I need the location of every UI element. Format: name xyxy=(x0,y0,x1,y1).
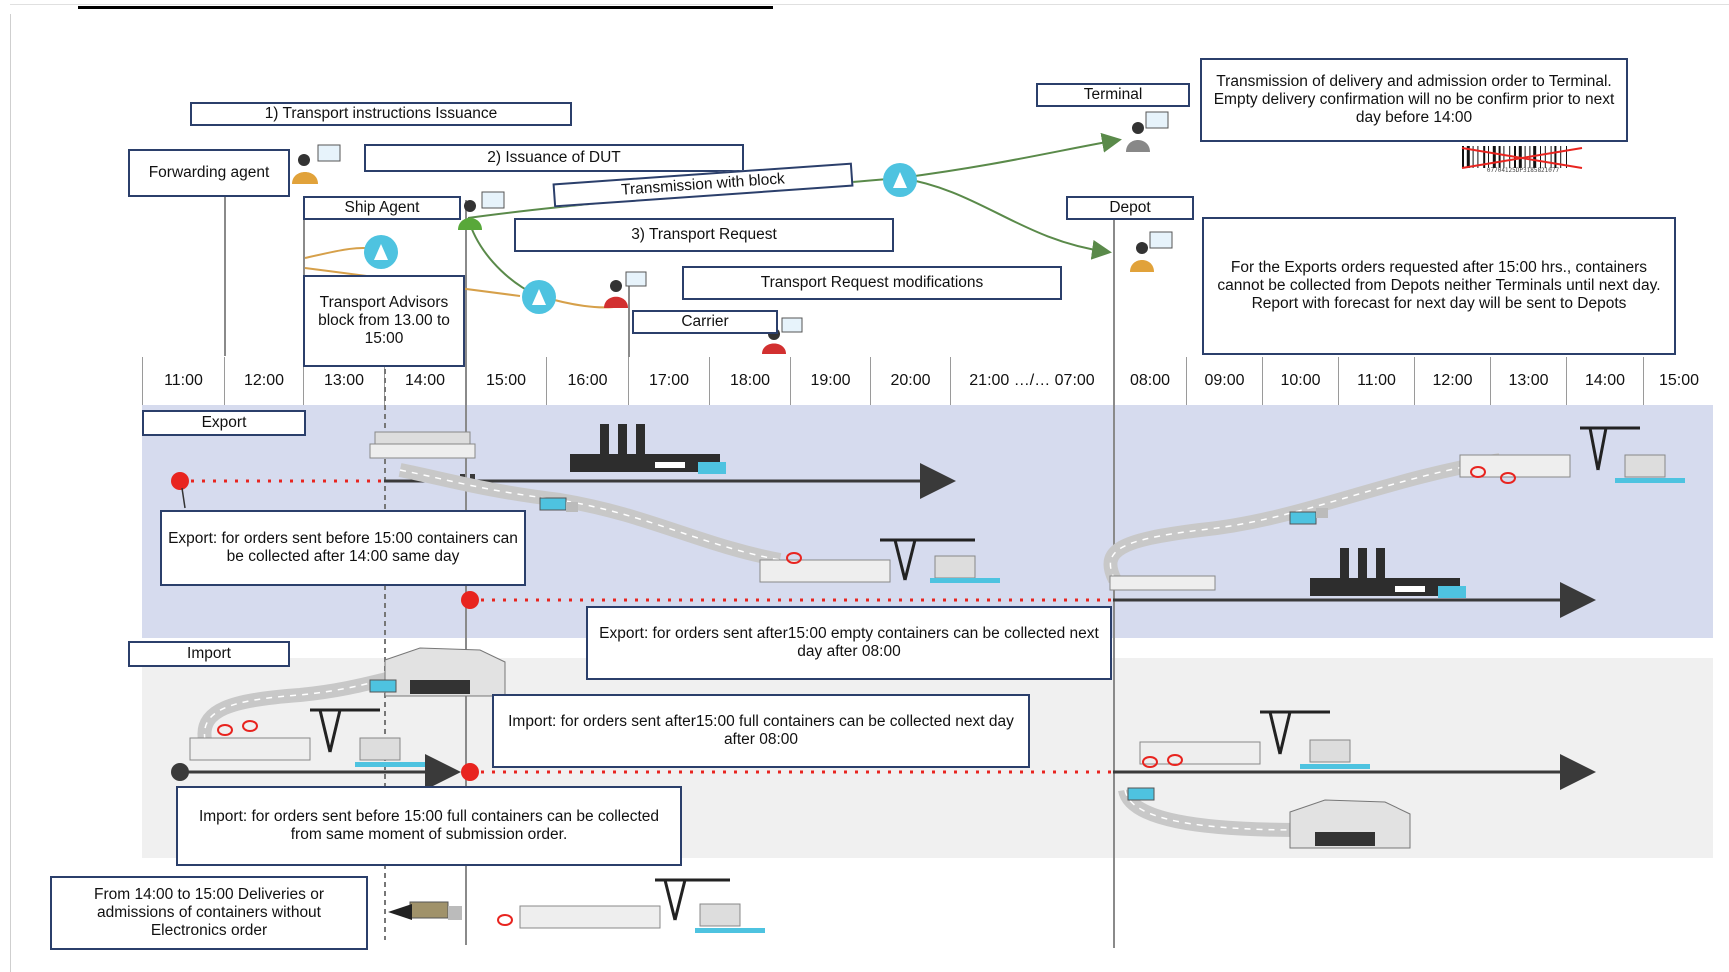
timeline-hour: 09:00 xyxy=(1186,357,1262,405)
depot-label: Depot xyxy=(1066,196,1194,220)
warehouse-icon xyxy=(1289,799,1411,849)
step3-label: 3) Transport Request xyxy=(514,218,894,252)
truck-icon xyxy=(409,901,462,920)
step1-label: 1) Transport instructions Issuance xyxy=(190,102,572,126)
carrier-person-icon xyxy=(604,271,647,308)
truck-icon xyxy=(369,679,397,693)
timeline-hour: 14:00 xyxy=(1566,357,1643,405)
blocked-icon xyxy=(217,466,1516,926)
container-stack-icon xyxy=(1109,575,1216,591)
port-crane-icon xyxy=(1459,426,1685,483)
carrier-label: Carrier xyxy=(632,310,778,334)
timeline-hour: 11:00 xyxy=(142,357,224,405)
modifications-label: Transport Request modifications xyxy=(682,266,1062,300)
ship-agent-person-icon xyxy=(458,191,505,230)
terminal-label: Terminal xyxy=(1036,83,1190,107)
barcode-text: 07704125DP3185821077 xyxy=(1486,167,1560,174)
truck-icon xyxy=(1127,787,1155,801)
barcode-crossed-icon xyxy=(1461,147,1583,169)
export-section-label: Export xyxy=(142,410,306,436)
truck-arrow-icon xyxy=(388,904,412,920)
depot-person-icon xyxy=(1130,231,1173,272)
network-node-icon xyxy=(883,163,917,197)
timeline-hour: 12:00 xyxy=(224,357,303,405)
timeline-hour: 16:00 xyxy=(546,357,628,405)
truck-icon xyxy=(539,497,578,512)
carrier-lifeline xyxy=(628,285,630,357)
factory-icon xyxy=(1310,548,1466,598)
depot-note: For the Exports orders requested after 1… xyxy=(1202,217,1676,355)
timeline-hour: 15:00 xyxy=(1643,357,1714,405)
import-after-note: Import: for orders sent after15:00 full … xyxy=(492,694,1030,768)
truck-icon xyxy=(1289,508,1328,525)
timeline-hour: 18:00 xyxy=(709,357,790,405)
terminal-note: Transmission of delivery and admission o… xyxy=(1200,58,1628,142)
network-node-icon xyxy=(522,280,556,314)
ship-agent-label: Ship Agent xyxy=(303,196,461,220)
network-node-icon xyxy=(364,235,398,269)
import-section-label: Import xyxy=(128,641,290,667)
forwarding-agent-person-icon xyxy=(292,144,341,184)
step2-label: 2) Issuance of DUT xyxy=(364,144,744,172)
port-crane-icon xyxy=(1139,710,1370,769)
page-top-edge xyxy=(10,4,1729,5)
timeline-hour: 19:00 xyxy=(790,357,870,405)
no-electronic-note: From 14:00 to 15:00 Deliveries or admiss… xyxy=(50,876,368,950)
timeline-hour: 10:00 xyxy=(1262,357,1338,405)
timeline-hour: 17:00 xyxy=(628,357,709,405)
container-stack-icon xyxy=(369,431,476,459)
timeline-hour: 13:00 xyxy=(1490,357,1566,405)
14h-dashed-line xyxy=(384,360,386,940)
port-crane-icon xyxy=(189,708,425,767)
export-before-note: Export: for orders sent before 15:00 con… xyxy=(160,510,526,586)
transmission-line-depot xyxy=(899,177,1112,260)
timeline-hour: 11:00 xyxy=(1338,357,1414,405)
port-crane-icon xyxy=(759,538,1000,583)
factory-icon xyxy=(570,424,726,474)
forwarding-agent-lifeline xyxy=(224,196,226,356)
timeline-hour: 20:00 xyxy=(870,357,950,405)
port-crane-icon xyxy=(519,878,765,933)
timeline-hour: 21:00 …/… 07:00 xyxy=(950,357,1113,405)
forwarding-agent-label: Forwarding agent xyxy=(128,149,290,197)
advisors-block-label: Transport Advisors block from 13.00 to 1… xyxy=(303,275,465,367)
page-left-edge xyxy=(10,14,11,972)
timeline-hour: 13:00 xyxy=(303,357,384,405)
warehouse-icon xyxy=(384,647,506,697)
export-after-note: Export: for orders sent after15:00 empty… xyxy=(586,606,1112,680)
import-before-note: Import: for orders sent before 15:00 ful… xyxy=(176,786,682,866)
timeline-hour: 12:00 xyxy=(1414,357,1490,405)
header-underline xyxy=(78,0,773,9)
terminal-person-icon xyxy=(1126,111,1169,152)
